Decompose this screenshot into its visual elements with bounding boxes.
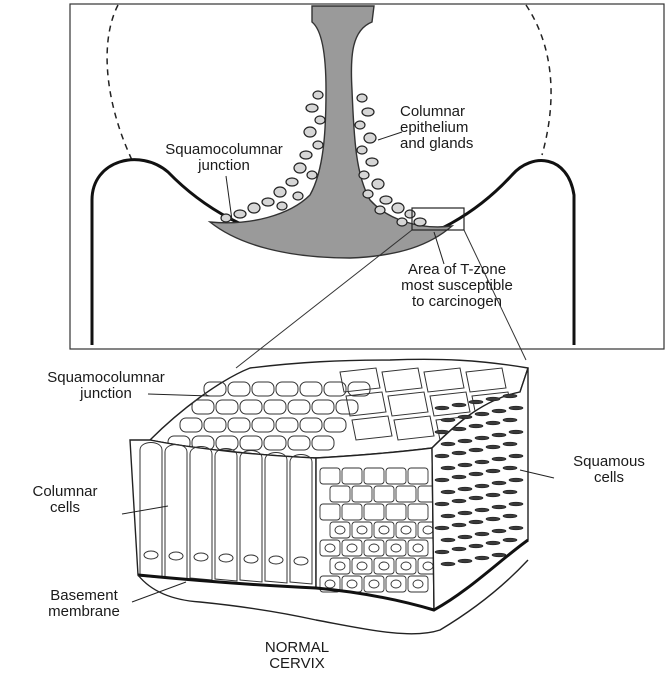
flat-squamous-cell [503, 466, 517, 470]
flat-squamous-cell [452, 523, 466, 527]
flat-squamous-cell [486, 469, 500, 473]
flat-squamous-cell [469, 424, 483, 428]
scj-bottom-line-1: Squamocolumnar [6, 370, 206, 386]
flat-squamous-cell [503, 490, 517, 494]
flat-squamous-cell [492, 409, 506, 413]
columnar-label-line-1: Columnar [400, 104, 473, 120]
columnar-label-line-3: and glands [400, 136, 473, 152]
flat-squamous-cell [458, 463, 472, 467]
columnar-cells-line-2: cells [10, 500, 120, 516]
flat-squamous-cell [469, 472, 483, 476]
flat-squamous-cell [441, 418, 455, 422]
flat-squamous-cell [486, 397, 500, 401]
flat-squamous-cell [441, 466, 455, 470]
flat-squamous-cell [469, 448, 483, 452]
flat-squamous-cell [492, 553, 506, 557]
flat-squamous-cell [509, 430, 523, 434]
flat-squamous-cell [492, 457, 506, 461]
flat-squamous-cell [458, 439, 472, 443]
flat-squamous-cell [441, 490, 455, 494]
basement-line-2: membrane [14, 604, 154, 620]
top-panel [70, 4, 664, 368]
flat-squamous-cell [452, 547, 466, 551]
basement-line-1: Basement [14, 588, 154, 604]
label-squamocolumnar-top: Squamocolumnar junction [124, 142, 324, 174]
flat-squamous-cell [452, 451, 466, 455]
columnar-front-face [130, 440, 316, 588]
flat-squamous-cell [441, 538, 455, 542]
label-basement-membrane: Basement membrane [14, 588, 154, 620]
flat-squamous-cell [435, 430, 449, 434]
label-squamous-cells: Squamous cells [554, 454, 664, 486]
flat-squamous-cell [475, 556, 489, 560]
flat-squamous-cell [503, 394, 517, 398]
squamous-cells-line-1: Squamous [554, 454, 664, 470]
label-columnar-cells: Columnar cells [10, 484, 120, 516]
flat-squamous-cell [509, 406, 523, 410]
scj-bottom-line-2: junction [6, 386, 206, 402]
tzone-line-2: most susceptible [372, 278, 542, 294]
flat-squamous-cell [475, 484, 489, 488]
columnar-cells-line-1: Columnar [10, 484, 120, 500]
flat-squamous-cell [441, 514, 455, 518]
flat-squamous-cell [503, 538, 517, 542]
tzone-line-3: to carcinogen [372, 294, 542, 310]
flat-squamous-cell [503, 442, 517, 446]
caption-line-2: CERVIX [232, 656, 362, 672]
flat-squamous-cell [458, 559, 472, 563]
flat-squamous-cell [486, 493, 500, 497]
flat-squamous-cell [452, 427, 466, 431]
scj-top-line-2: junction [124, 158, 324, 174]
flat-squamous-cell [503, 514, 517, 518]
flat-squamous-cell [441, 442, 455, 446]
flat-squamous-cell [458, 415, 472, 419]
flat-squamous-cell [475, 508, 489, 512]
flat-squamous-cell [509, 502, 523, 506]
flat-squamous-cell [486, 517, 500, 521]
flat-squamous-cell [469, 520, 483, 524]
squamous-cells-line-2: cells [554, 470, 664, 486]
flat-squamous-cell [492, 481, 506, 485]
flat-squamous-cell [435, 454, 449, 458]
flat-squamous-cell [475, 532, 489, 536]
flat-squamous-cell [509, 454, 523, 458]
flat-squamous-cell [458, 487, 472, 491]
flat-squamous-cell [441, 562, 455, 566]
flat-squamous-cell [469, 400, 483, 404]
flat-squamous-cell [509, 526, 523, 530]
flat-squamous-cell [435, 526, 449, 530]
flat-squamous-cell [452, 499, 466, 503]
caption-line-1: NORMAL [232, 640, 362, 656]
label-squamocolumnar-bottom: Squamocolumnar junction [6, 370, 206, 402]
flat-squamous-cell [435, 550, 449, 554]
label-t-zone: Area of T-zone most susceptible to carci… [372, 262, 542, 310]
flat-squamous-cell [492, 505, 506, 509]
flat-squamous-cell [469, 496, 483, 500]
flat-squamous-cell [486, 445, 500, 449]
flat-squamous-cell [475, 460, 489, 464]
flat-squamous-cell [492, 433, 506, 437]
flat-squamous-cell [469, 544, 483, 548]
flat-squamous-cell [486, 541, 500, 545]
scj-top-line-1: Squamocolumnar [124, 142, 324, 158]
flat-squamous-cell [435, 406, 449, 410]
flat-squamous-cell [475, 436, 489, 440]
flat-squamous-cell [486, 421, 500, 425]
flat-squamous-cell [452, 403, 466, 407]
flat-squamous-cell [503, 418, 517, 422]
flat-squamous-cell [458, 511, 472, 515]
tzone-line-1: Area of T-zone [372, 262, 542, 278]
label-columnar-epithelium: Columnar epithelium and glands [400, 104, 473, 152]
flat-squamous-cell [452, 475, 466, 479]
flat-squamous-cell [492, 529, 506, 533]
flat-squamous-cell [435, 478, 449, 482]
flat-squamous-cell [435, 502, 449, 506]
columnar-label-line-2: epithelium [400, 120, 473, 136]
flat-squamous-cell [509, 478, 523, 482]
caption-normal-cervix: NORMAL CERVIX [232, 640, 362, 672]
flat-squamous-cell [475, 412, 489, 416]
flat-squamous-cell [458, 535, 472, 539]
